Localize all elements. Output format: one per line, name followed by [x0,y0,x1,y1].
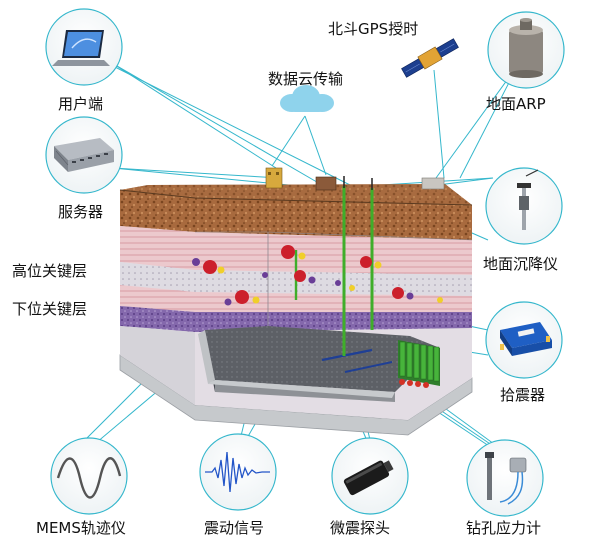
label-upper-key-stratum: 高位关键层 [12,262,88,280]
label-beidou-gps: 北斗GPS授时 [328,20,419,38]
label-cloud-transmission: 数据云传输 [268,70,344,88]
vibration-signal-icon [199,433,277,511]
ground-arp-icon [487,11,565,89]
laptop-icon [45,8,123,86]
label-ground-arp: 地面ARP [486,95,546,113]
label-borehole-stress-meter: 钻孔应力计 [466,519,542,537]
label-lower-key-stratum: 下位关键层 [12,300,88,318]
subsidence-gauge-icon [485,167,563,245]
server-icon [45,116,123,194]
label-vibration-signal: 震动信号 [204,519,265,537]
satellite-icon [401,38,459,78]
surface-buildings [265,167,445,191]
sensor-nodes [192,245,443,306]
label-microseismic-probe: 微震探头 [330,519,391,537]
stress-meter-icon [466,439,544,517]
label-subsidence-gauge: 地面沉降仪 [483,255,559,273]
hydraulic-supports [398,340,440,388]
label-user-end: 用户端 [58,95,104,113]
cloud-icon [280,85,334,112]
label-geophone: 拾震器 [500,386,546,404]
label-server: 服务器 [58,203,104,221]
label-mems-tracker: MEMS轨迹仪 [36,519,126,537]
geophone-icon [485,301,563,379]
probe-icon [331,437,409,515]
strata-block [119,167,473,436]
mems-wave-icon [50,437,128,515]
